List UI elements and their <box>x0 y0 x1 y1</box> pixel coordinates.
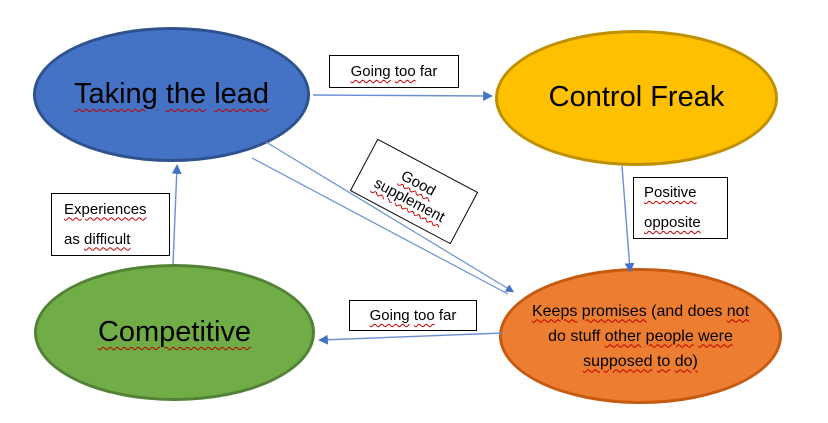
arrow-control-freak-to-keeps-promises[interactable] <box>621 165 635 273</box>
node-label-control-freak: Control Freak <box>548 81 725 114</box>
edge-label-experiences-as-difficult[interactable]: Experiences as difficult <box>51 193 170 256</box>
arrow-competitive-to-taking-the-lead[interactable] <box>171 164 182 265</box>
edge-label-text: Going too far <box>350 63 438 80</box>
edge-label-text: Experiences as difficult <box>64 200 147 248</box>
edge-label-text: Good supplement <box>371 166 448 226</box>
node-label-keeps-promises: Keeps promises (and does not do stuff ot… <box>531 302 750 370</box>
edge-label-text: Positive opposite <box>644 184 701 231</box>
arrow-taking-the-lead-to-control-freak[interactable] <box>312 91 493 101</box>
node-keeps-promises[interactable]: Keeps promises (and does not do stuff ot… <box>499 268 782 404</box>
arrow-keeps-promises-to-competitive[interactable] <box>318 332 504 345</box>
edge-label-text: Going too far <box>369 307 457 324</box>
edge-label-going-too-far-bottom[interactable]: Going too far <box>349 300 477 331</box>
node-competitive[interactable]: Competitive <box>34 264 315 401</box>
node-label-taking-the-lead: Taking the lead <box>73 77 270 110</box>
edge-label-positive-opposite[interactable]: Positive opposite <box>633 177 728 239</box>
node-taking-the-lead[interactable]: Taking the lead <box>33 27 310 162</box>
edge-label-going-too-far-top[interactable]: Going too far <box>329 55 459 88</box>
node-label-competitive: Competitive <box>97 315 252 348</box>
node-control-freak[interactable]: Control Freak <box>495 30 778 166</box>
edge-label-good-supplement[interactable]: Good supplement <box>349 138 479 245</box>
